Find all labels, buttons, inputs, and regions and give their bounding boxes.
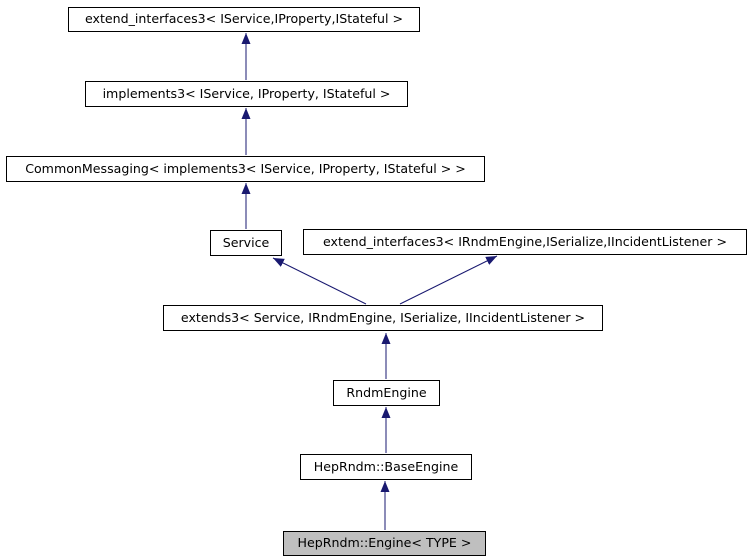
class-node-service[interactable]: Service bbox=[210, 230, 282, 256]
class-node-commonmessaging[interactable]: CommonMessaging< implements3< IService, … bbox=[6, 156, 485, 182]
inheritance-arrow bbox=[399, 255, 498, 305]
class-node-implements3[interactable]: implements3< IService, IProperty, IState… bbox=[85, 81, 408, 107]
class-node-heprndm-engine-current: HepRndm::Engine< TYPE > bbox=[283, 531, 486, 556]
inheritance-arrow bbox=[272, 257, 367, 305]
class-node-heprndm-baseengine[interactable]: HepRndm::BaseEngine bbox=[300, 454, 472, 480]
class-node-extend-interfaces3-irndmengine[interactable]: extend_interfaces3< IRndmEngine,ISeriali… bbox=[303, 229, 747, 255]
class-node-extends3[interactable]: extends3< Service, IRndmEngine, ISeriali… bbox=[163, 305, 603, 331]
class-node-rndmengine[interactable]: RndmEngine bbox=[333, 380, 440, 406]
class-node-extend-interfaces3-iservice[interactable]: extend_interfaces3< IService,IProperty,I… bbox=[68, 7, 420, 32]
